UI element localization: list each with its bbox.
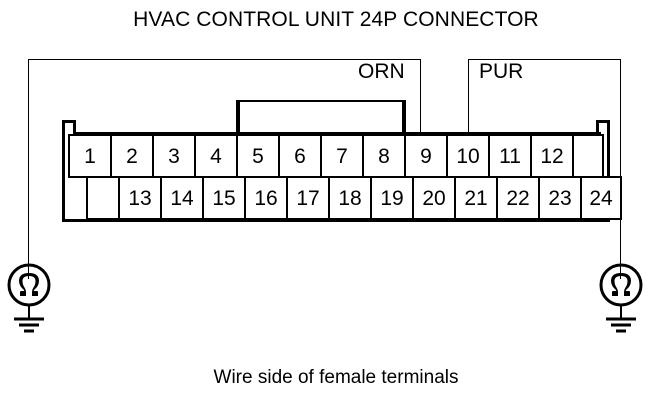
shell-left-edge bbox=[62, 134, 65, 222]
terminal-pin-20[interactable]: 20 bbox=[412, 178, 454, 218]
terminal-pin-5[interactable]: 5 bbox=[236, 136, 278, 176]
orn-branch-right-drop bbox=[420, 59, 421, 136]
terminal-pin-13[interactable]: 13 bbox=[118, 178, 160, 218]
terminal-pin-12[interactable]: 12 bbox=[530, 136, 572, 176]
terminal-row-top: 1 2 3 4 5 6 7 8 9 10 11 12 bbox=[68, 134, 604, 178]
terminal-pin-24[interactable]: 24 bbox=[580, 178, 622, 218]
shell-left-tab-edge bbox=[62, 120, 65, 136]
shell-top-left-tab bbox=[62, 120, 76, 123]
terminal-pin-9[interactable]: 9 bbox=[404, 136, 446, 176]
terminal-row-bottom: 13 14 15 16 17 18 19 20 21 22 23 24 bbox=[86, 176, 622, 220]
terminal-pin-7[interactable]: 7 bbox=[320, 136, 362, 176]
pur-branch-right-drop bbox=[620, 59, 621, 279]
terminal-pin-14[interactable]: 14 bbox=[160, 178, 202, 218]
shell-right-edge bbox=[607, 120, 610, 222]
terminal-pin-3[interactable]: 3 bbox=[152, 136, 194, 176]
terminal-pin-4[interactable]: 4 bbox=[194, 136, 236, 176]
pur-branch-left-drop bbox=[468, 59, 469, 136]
shell-top-edge bbox=[73, 132, 601, 135]
ground-left bbox=[6, 262, 52, 343]
ground-left-symbol bbox=[7, 263, 51, 333]
terminal-pin-23[interactable]: 23 bbox=[538, 178, 580, 218]
orn-branch-left-drop bbox=[28, 59, 29, 279]
terminal-pin-11[interactable]: 11 bbox=[488, 136, 530, 176]
wire-label-pur: PUR bbox=[479, 60, 524, 83]
shell-top-right-tab bbox=[596, 120, 610, 123]
terminal-pin-19[interactable]: 19 bbox=[370, 178, 412, 218]
page-title: HVAC CONTROL UNIT 24P CONNECTOR bbox=[133, 8, 539, 31]
wire-label-orn: ORN bbox=[358, 60, 405, 83]
ground-right-symbol bbox=[599, 263, 643, 333]
shell-left-notch-edge bbox=[73, 120, 76, 134]
terminal-bottom-blank bbox=[86, 178, 118, 218]
terminal-pin-8[interactable]: 8 bbox=[362, 136, 404, 176]
jumper-crossbar bbox=[236, 100, 406, 102]
terminal-pin-10[interactable]: 10 bbox=[446, 136, 488, 176]
terminal-pin-6[interactable]: 6 bbox=[278, 136, 320, 176]
shell-bottom-edge bbox=[62, 219, 610, 222]
terminal-pin-15[interactable]: 15 bbox=[202, 178, 244, 218]
terminal-pin-17[interactable]: 17 bbox=[286, 178, 328, 218]
terminal-pin-16[interactable]: 16 bbox=[244, 178, 286, 218]
terminal-pin-22[interactable]: 22 bbox=[496, 178, 538, 218]
terminal-pin-21[interactable]: 21 bbox=[454, 178, 496, 218]
terminal-pin-2[interactable]: 2 bbox=[110, 136, 152, 176]
jumper-right-leg bbox=[402, 100, 406, 136]
terminal-top-blank bbox=[572, 136, 604, 176]
ground-right bbox=[598, 262, 644, 343]
jumper-left-leg bbox=[236, 100, 240, 136]
pur-branch-horizontal bbox=[468, 59, 621, 60]
terminal-pin-1[interactable]: 1 bbox=[68, 136, 110, 176]
terminal-pin-18[interactable]: 18 bbox=[328, 178, 370, 218]
shell-right-notch-edge bbox=[596, 120, 599, 134]
orn-branch-horizontal bbox=[28, 59, 421, 60]
figure-caption: Wire side of female terminals bbox=[213, 367, 459, 388]
connector-body: 1 2 3 4 5 6 7 8 9 10 11 12 13 14 15 16 1… bbox=[62, 120, 622, 224]
